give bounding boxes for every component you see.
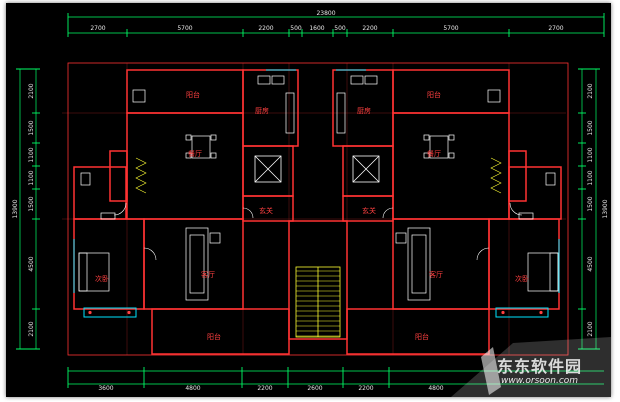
dim-right-1: 2100 bbox=[587, 83, 594, 98]
dimension-ticks bbox=[16, 13, 605, 388]
dim-right-6: 4500 bbox=[587, 256, 594, 271]
room-label-bedroom-right: 次卧 bbox=[515, 274, 529, 283]
dim-top-2: 5700 bbox=[177, 25, 192, 32]
windows bbox=[73, 69, 560, 318]
side-stairs bbox=[135, 157, 502, 194]
door-swings bbox=[113, 202, 523, 261]
floor-plan-canvas: 23800 2700 5700 2200 500 1600 500 2200 5… bbox=[6, 3, 611, 397]
dim-top-1: 2700 bbox=[90, 25, 105, 32]
dim-right-7: 2100 bbox=[587, 321, 594, 336]
dim-bottom-2: 4800 bbox=[185, 385, 200, 392]
dim-left-total: 13900 bbox=[12, 199, 19, 218]
room-label-living-left: 客厅 bbox=[201, 270, 215, 279]
dim-right-total: 13900 bbox=[602, 199, 609, 218]
stair-steps bbox=[296, 270, 340, 337]
dim-left-3: 1100 bbox=[28, 147, 35, 162]
dim-right-2: 1500 bbox=[587, 120, 594, 135]
top-dimensions: 2700 5700 2200 500 1600 500 2200 5700 27… bbox=[90, 25, 563, 32]
room-label-living-right: 客厅 bbox=[429, 270, 443, 279]
dim-top-5: 1600 bbox=[309, 25, 324, 32]
dim-top-4: 500 bbox=[290, 25, 302, 32]
dim-right-5: 1500 bbox=[587, 196, 594, 211]
dim-bottom-5: 2200 bbox=[358, 385, 373, 392]
room-label-kitchen-right: 厨房 bbox=[357, 106, 371, 115]
room-label-foyer-right: 玄关 bbox=[362, 206, 376, 215]
elevators bbox=[254, 155, 380, 183]
dim-left-5: 1500 bbox=[28, 196, 35, 211]
dim-left-7: 2100 bbox=[28, 321, 35, 336]
room-label-dining-left: 餐厅 bbox=[188, 149, 202, 158]
dimension-lines bbox=[19, 16, 604, 385]
central-stair bbox=[295, 266, 341, 338]
dim-left-4: 1100 bbox=[28, 170, 35, 185]
dim-bottom-6: 4800 bbox=[428, 385, 443, 392]
dim-bottom-1: 3600 bbox=[98, 385, 113, 392]
room-label-balcony-bottom-right: 阳台 bbox=[415, 332, 429, 341]
left-dimensions: 2100 1500 1100 1100 1500 4500 2100 13900 bbox=[12, 83, 35, 336]
dim-bottom-4: 2600 bbox=[307, 385, 322, 392]
dim-bottom-3: 2200 bbox=[257, 385, 272, 392]
dim-right-3: 1100 bbox=[587, 147, 594, 162]
room-label-bedroom-left: 次卧 bbox=[95, 274, 109, 283]
room-label-dining-right: 餐厅 bbox=[427, 149, 441, 158]
walls bbox=[67, 62, 569, 356]
room-label-balcony-top-left: 阳台 bbox=[186, 90, 200, 99]
window-markers bbox=[88, 310, 543, 315]
dim-top-8: 5700 bbox=[443, 25, 458, 32]
dim-left-2: 1500 bbox=[28, 120, 35, 135]
dim-top-3: 2200 bbox=[258, 25, 273, 32]
dim-left-6: 4500 bbox=[28, 256, 35, 271]
dim-left-1: 2100 bbox=[28, 83, 35, 98]
furniture bbox=[78, 75, 559, 301]
overall-width-dimension: 23800 bbox=[316, 10, 335, 17]
room-label-balcony-top-right: 阳台 bbox=[427, 90, 441, 99]
room-label-balcony-bottom-left: 阳台 bbox=[207, 332, 221, 341]
dim-top-6: 500 bbox=[334, 25, 346, 32]
bottom-dimensions: 3600 4800 2200 2600 2200 4800 bbox=[98, 385, 443, 392]
dim-right-4: 1100 bbox=[587, 170, 594, 185]
room-label-kitchen-left: 厨房 bbox=[255, 106, 269, 115]
dim-top-7: 2200 bbox=[362, 25, 377, 32]
room-label-foyer-left: 玄关 bbox=[259, 206, 273, 215]
floor-plan-drawing: 23800 2700 5700 2200 500 1600 500 2200 5… bbox=[12, 10, 609, 392]
dim-top-9: 2700 bbox=[548, 25, 563, 32]
right-dimensions: 2100 1500 1100 1100 1500 4500 2100 13900 bbox=[587, 83, 609, 336]
